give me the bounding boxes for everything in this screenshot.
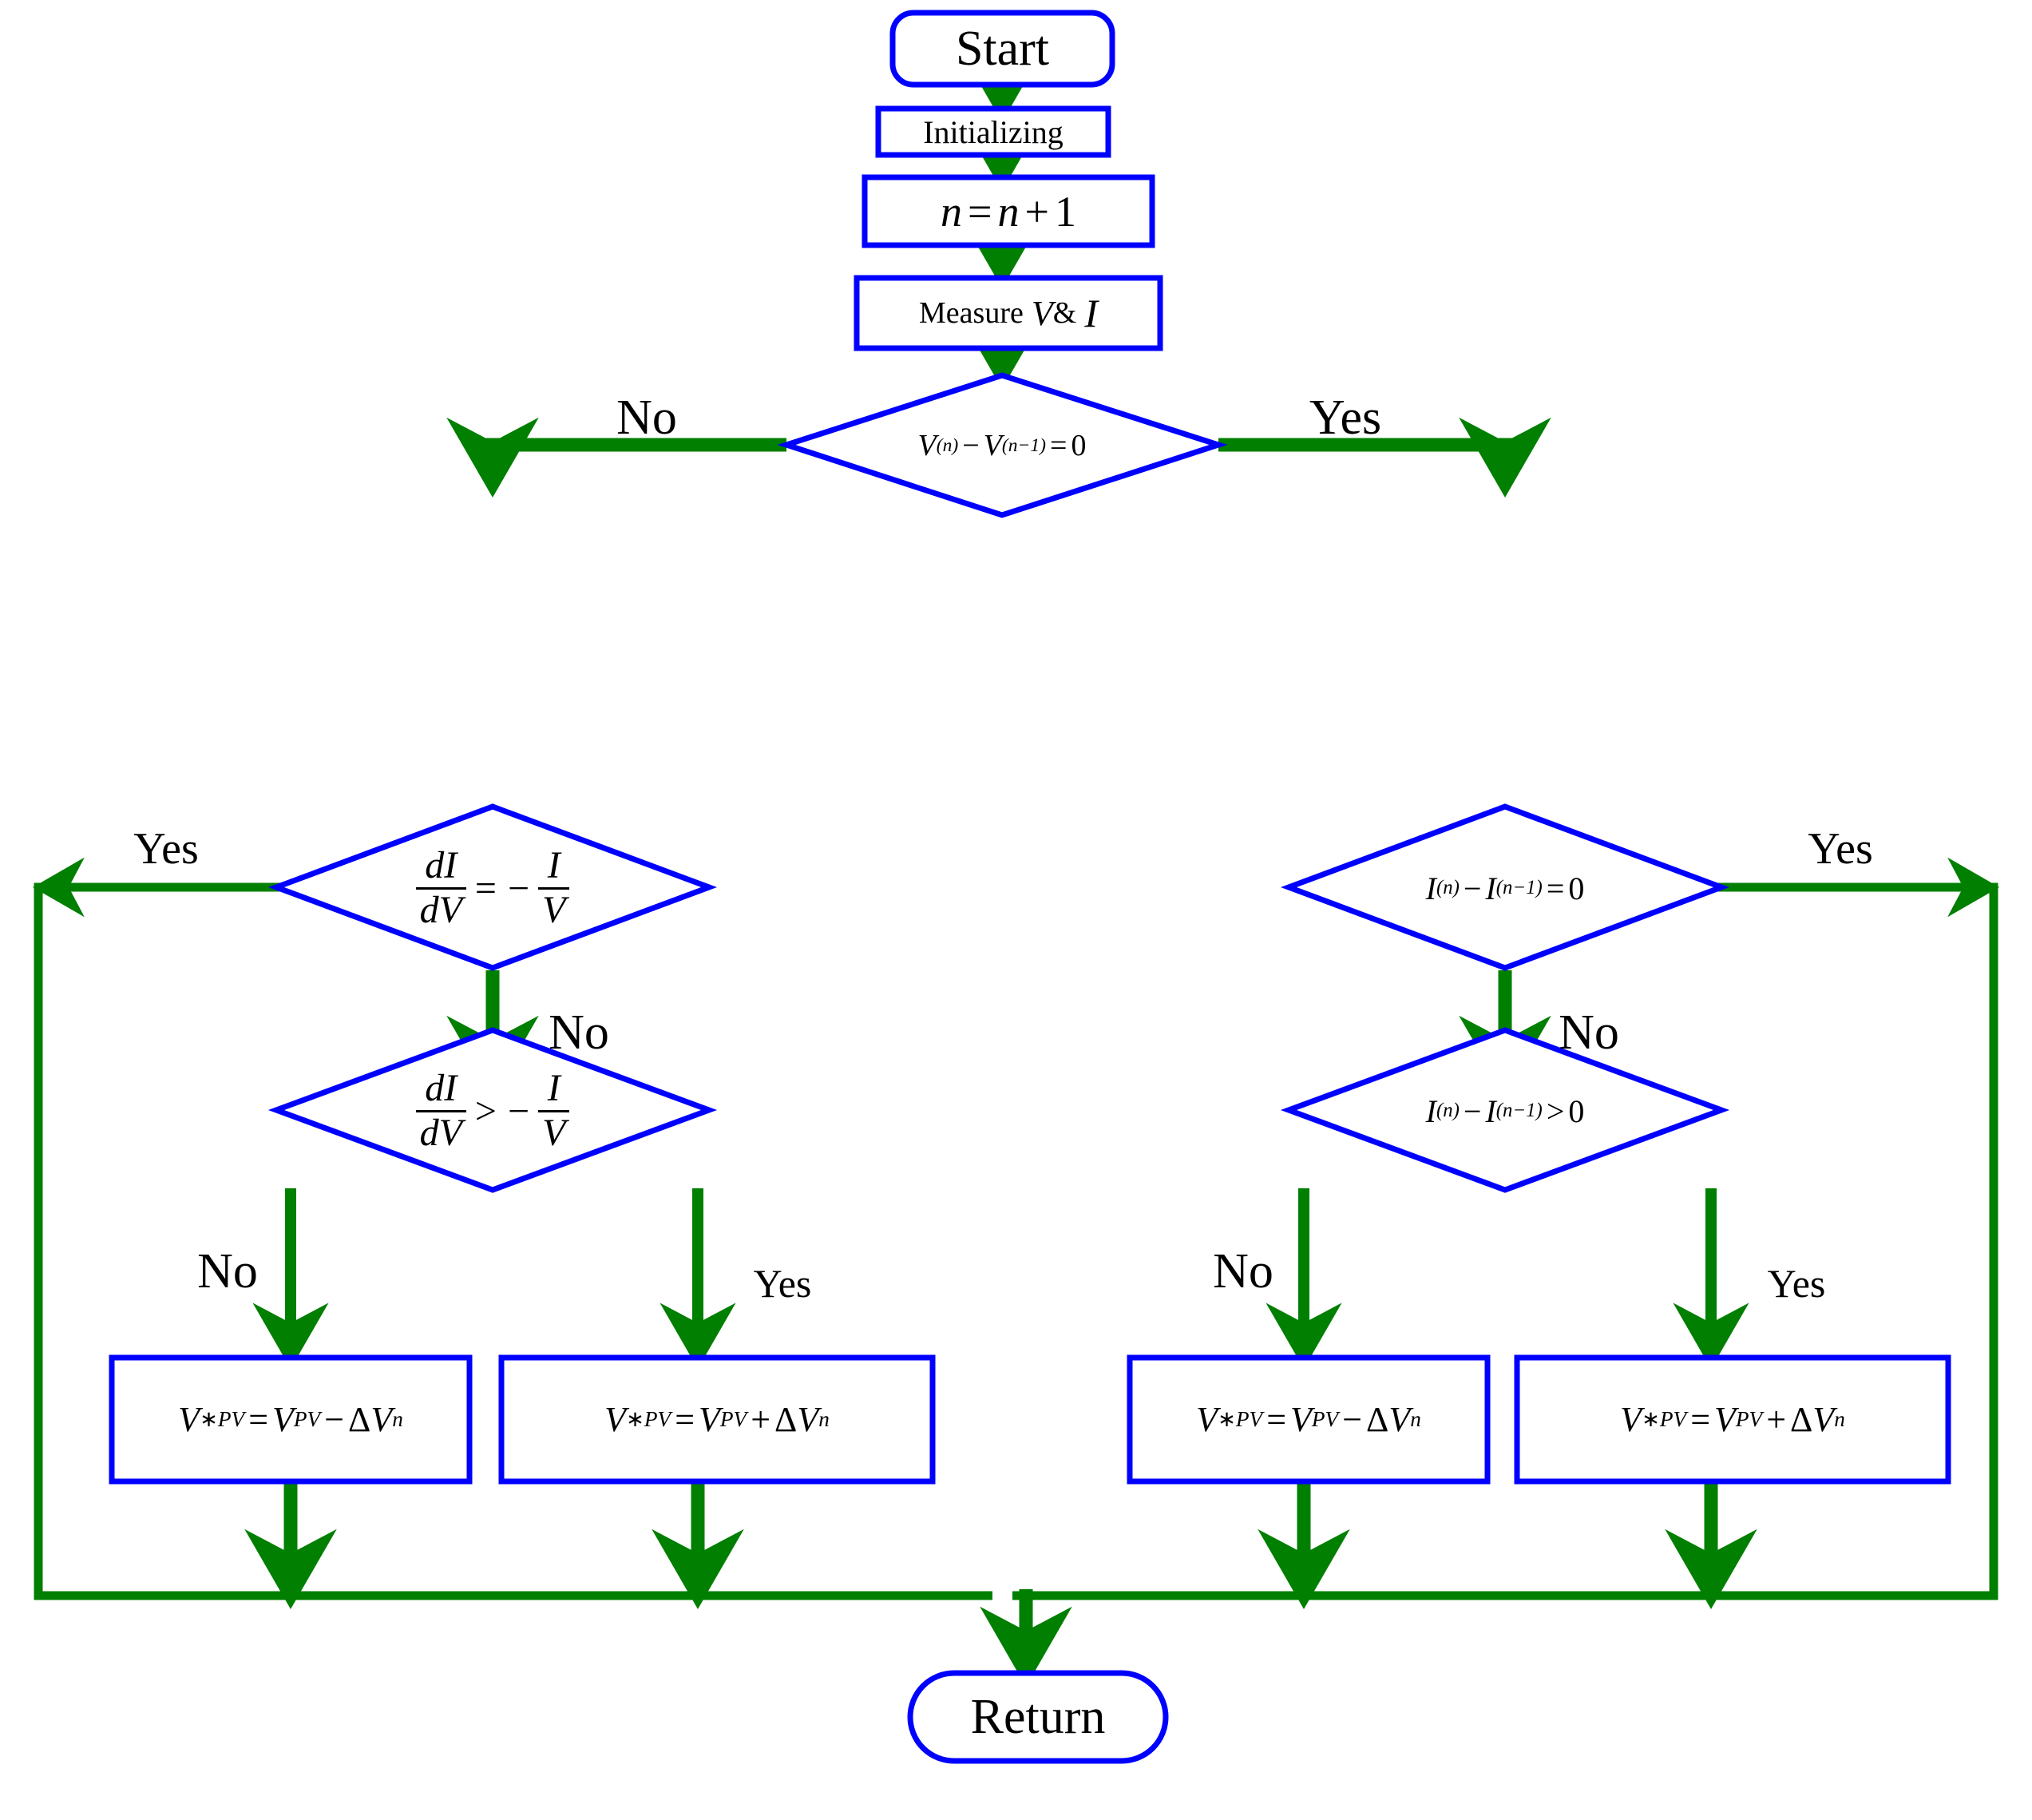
- node-return: [907, 1670, 1169, 1764]
- node-act-r-minus: [1127, 1354, 1491, 1485]
- node-measure: [854, 275, 1163, 351]
- edge-didv-eq-yes-loop: [34, 882, 992, 1600]
- node-initializing: [875, 105, 1111, 158]
- node-act-l-minus: [109, 1354, 473, 1485]
- node-act-r-plus: [1514, 1354, 1951, 1485]
- node-decision-didv-eq-shape: [267, 803, 718, 971]
- edge-decision-v-no: [446, 417, 786, 498]
- node-start: [889, 10, 1115, 88]
- node-decision-i-eq-shape: [1280, 803, 1730, 971]
- node-act-l-plus: [498, 1354, 936, 1485]
- node-decision-didv-gt-shape: [267, 1027, 718, 1193]
- edge-i-eq-yes-loop: [1012, 882, 1998, 1600]
- node-decision-i-gt-shape: [1280, 1027, 1730, 1193]
- edge-decision-v-yes: [1218, 417, 1551, 498]
- node-increment: [862, 174, 1155, 248]
- node-decision-v: [777, 372, 1228, 518]
